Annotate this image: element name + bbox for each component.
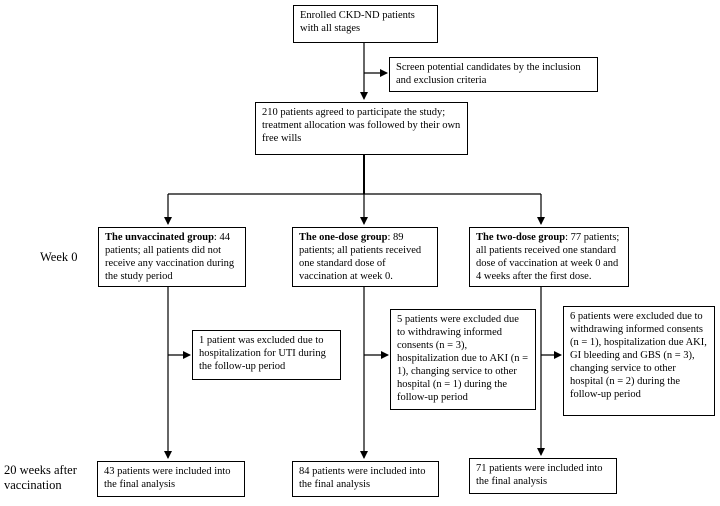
group-title: The unvaccinated group xyxy=(105,232,214,243)
excluded-one-dose-box: 5 patients were excluded due to withdraw… xyxy=(390,309,536,410)
enrolled-box: Enrolled CKD-ND patients with all stages xyxy=(293,5,438,43)
agreed-box: 210 patients agreed to participate the s… xyxy=(255,102,468,155)
group-description: : 77 patients; all patients received one… xyxy=(476,232,620,282)
screen-text: Screen potential candidates by the inclu… xyxy=(396,62,581,86)
excluded-text: 1 patient was excluded due to hospitaliz… xyxy=(199,335,326,372)
excluded-text: 6 patients were excluded due to withdraw… xyxy=(570,311,707,400)
group-title: The two-dose group xyxy=(476,232,566,243)
final-text: 43 patients were included into the final… xyxy=(104,466,231,490)
final-unvaccinated-box: 43 patients were included into the final… xyxy=(97,461,245,497)
excluded-unvaccinated-box: 1 patient was excluded due to hospitaliz… xyxy=(192,330,341,380)
group-one-dose-box: The one-dose group: 89 patients; all pat… xyxy=(292,227,438,287)
final-text: 84 patients were included into the final… xyxy=(299,466,426,490)
group-title: The one-dose group xyxy=(299,232,388,243)
week20-label: 20 weeks after vaccination xyxy=(4,463,77,492)
group-two-dose-box: The two-dose group: 77 patients; all pat… xyxy=(469,227,629,287)
group-description: : 44 patients; all patients did not rece… xyxy=(105,232,235,282)
final-one-dose-box: 84 patients were included into the final… xyxy=(292,461,439,497)
group-description: : 89 patients; all patients received one… xyxy=(299,232,422,282)
excluded-text: 5 patients were excluded due to withdraw… xyxy=(397,314,529,403)
week0-label: Week 0 xyxy=(40,250,78,264)
agreed-text: 210 patients agreed to participate the s… xyxy=(262,107,461,144)
screen-box: Screen potential candidates by the inclu… xyxy=(389,57,598,92)
final-text: 71 patients were included into the final… xyxy=(476,463,603,487)
group-unvaccinated-box: The unvaccinated group: 44 patients; all… xyxy=(98,227,246,287)
excluded-two-dose-box: 6 patients were excluded due to withdraw… xyxy=(563,306,715,416)
enrolled-text: Enrolled CKD-ND patients with all stages xyxy=(300,10,415,34)
final-two-dose-box: 71 patients were included into the final… xyxy=(469,458,617,494)
